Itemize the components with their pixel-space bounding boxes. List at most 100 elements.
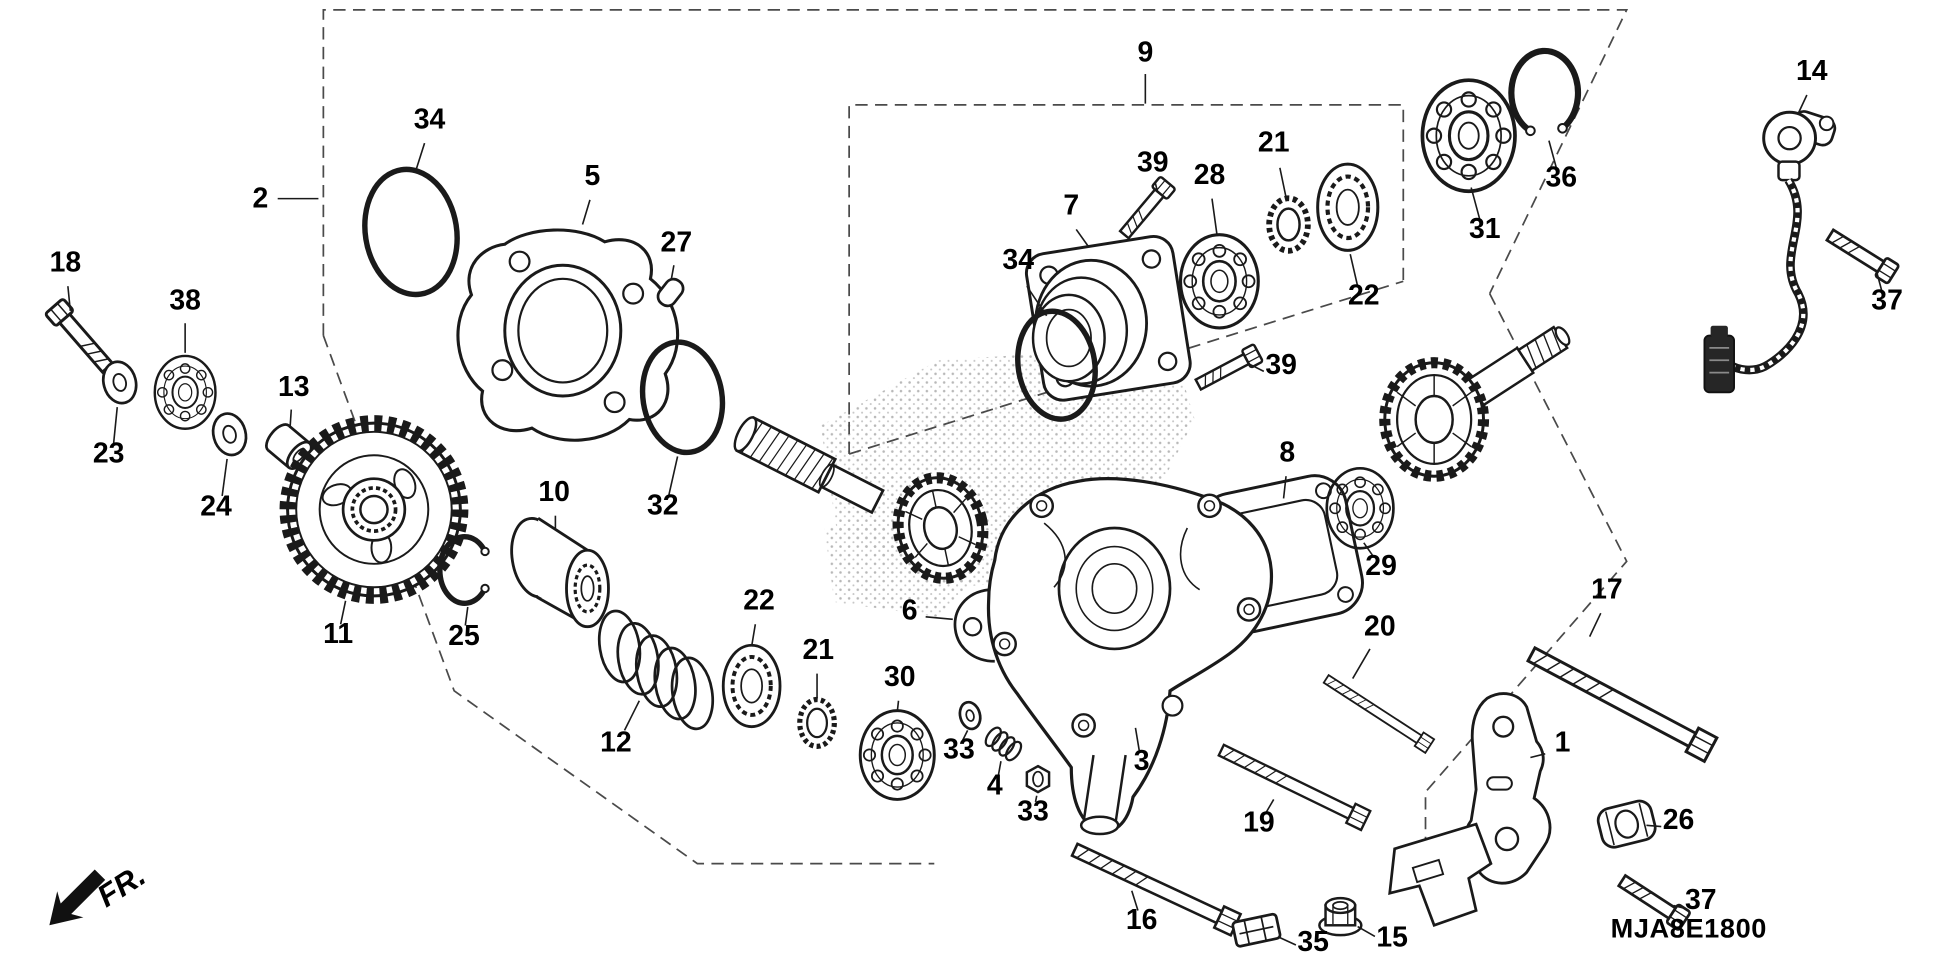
washer-23 <box>101 360 138 405</box>
part-label-9: 9 <box>1137 37 1153 69</box>
leader-line-14 <box>1797 94 1808 114</box>
leader-line-35 <box>1279 936 1297 946</box>
part-label-37: 37 <box>1871 285 1903 317</box>
part-label-34: 34 <box>414 103 446 135</box>
leader-line-1 <box>1530 753 1546 759</box>
lock-washer-21-right <box>1269 198 1308 251</box>
spring-stack-12 <box>597 609 715 731</box>
sensor-connector <box>1703 325 1735 394</box>
leader-line-37 <box>1876 273 1883 293</box>
part-label-1: 1 <box>1555 726 1571 758</box>
bolt-19 <box>1215 739 1372 832</box>
leader-line-33 <box>961 730 969 741</box>
part-label-29: 29 <box>1365 550 1397 582</box>
part-label-37: 37 <box>1685 884 1717 916</box>
snap-ring-36 <box>1508 47 1582 137</box>
o-ring-34 <box>362 166 460 298</box>
part-label-19: 19 <box>1243 807 1275 839</box>
speed-sensor-14 <box>1703 110 1837 394</box>
part-label-30: 30 <box>884 661 916 693</box>
part-label-14: 14 <box>1796 55 1828 87</box>
part-label-36: 36 <box>1545 161 1577 193</box>
leader-line-25 <box>464 606 469 626</box>
leader-line-8 <box>1282 476 1287 499</box>
leader-line-19 <box>1264 799 1275 815</box>
leader-line-7 <box>1075 229 1090 248</box>
leader-line-39 <box>1248 363 1265 373</box>
part-label-3: 3 <box>1134 745 1150 777</box>
drive-pinion-gear <box>892 472 989 584</box>
part-label-38: 38 <box>169 285 201 317</box>
part-label-39: 39 <box>1137 146 1169 178</box>
cap-nut-15 <box>1318 896 1363 937</box>
part-label-26: 26 <box>1663 804 1695 836</box>
washer-24 <box>211 412 248 457</box>
leader-line-33 <box>1034 795 1038 803</box>
leader-line-21 <box>1279 167 1287 198</box>
front-direction-indicator: FR. <box>49 857 152 926</box>
part-label-20: 20 <box>1364 610 1396 642</box>
bolt-18 <box>43 296 118 377</box>
part-label-2: 2 <box>253 182 269 214</box>
part-label-33: 33 <box>1017 795 1049 827</box>
part-label-22: 22 <box>743 584 775 616</box>
leader-line-31 <box>1470 187 1481 220</box>
spring-4 <box>984 726 1023 762</box>
washer-33 <box>958 700 982 731</box>
leader-line-18 <box>67 286 72 311</box>
part-label-24: 24 <box>200 491 232 523</box>
leader-line-32 <box>668 456 679 495</box>
gear-case-3 <box>986 477 1274 836</box>
part-label-21: 21 <box>802 634 834 666</box>
bearing-29 <box>1325 466 1395 550</box>
part-label-7: 7 <box>1063 190 1079 222</box>
bearing-28 <box>1178 233 1260 330</box>
lock-washer-21 <box>800 700 835 747</box>
bolt-37-upper <box>1822 224 1901 286</box>
lock-nut-22-right <box>1318 164 1378 250</box>
leader-line-30 <box>896 700 900 712</box>
final-drive-shaft <box>733 415 885 515</box>
sensor-stay-bracket-1 <box>1388 692 1552 928</box>
part-label-27: 27 <box>661 227 693 259</box>
part-label-16: 16 <box>1126 904 1158 936</box>
part-label-39: 39 <box>1265 349 1297 381</box>
part-label-22: 22 <box>1348 280 1380 312</box>
bearing-holder-7 <box>1024 234 1192 402</box>
part-label-13: 13 <box>278 371 310 403</box>
leader-line-39 <box>1154 182 1159 193</box>
leader-line-6 <box>925 616 953 621</box>
leader-line-15 <box>1357 925 1376 938</box>
spline-ring-22 <box>721 643 782 729</box>
joint-coupling-10 <box>510 516 610 629</box>
leader-line-34 <box>1026 285 1048 317</box>
leader-line-36 <box>1548 140 1558 168</box>
leader-line-13 <box>289 409 293 429</box>
leader-line-17 <box>1588 612 1602 637</box>
wire-clip-35 <box>1231 912 1282 948</box>
nut-33 <box>1025 764 1051 794</box>
part-label-8: 8 <box>1279 436 1295 468</box>
leader-line-23 <box>112 407 119 445</box>
leader-line-22 <box>1349 253 1359 287</box>
front-label: FR. <box>91 857 152 913</box>
part-label-33: 33 <box>943 734 975 766</box>
part-label-11: 11 <box>323 618 353 650</box>
part-label-31: 31 <box>1469 213 1501 245</box>
leader-line-11 <box>339 600 347 625</box>
rubber-grommet-26 <box>1596 799 1657 849</box>
bolt-39-upper <box>1115 175 1177 243</box>
dowel-pin-27 <box>656 277 685 308</box>
leader-line-28 <box>1211 198 1218 235</box>
o-ring-32 <box>639 339 726 456</box>
part-label-32: 32 <box>647 489 679 521</box>
leader-line-20 <box>1351 648 1371 679</box>
case-flange-6 <box>953 588 995 663</box>
bearing-30 <box>858 709 936 801</box>
o-ring-34-holder <box>1015 308 1098 422</box>
driven-bevel-gear-shaft <box>1379 325 1571 482</box>
part-label-34: 34 <box>1002 244 1034 276</box>
part-label-5: 5 <box>585 160 601 192</box>
